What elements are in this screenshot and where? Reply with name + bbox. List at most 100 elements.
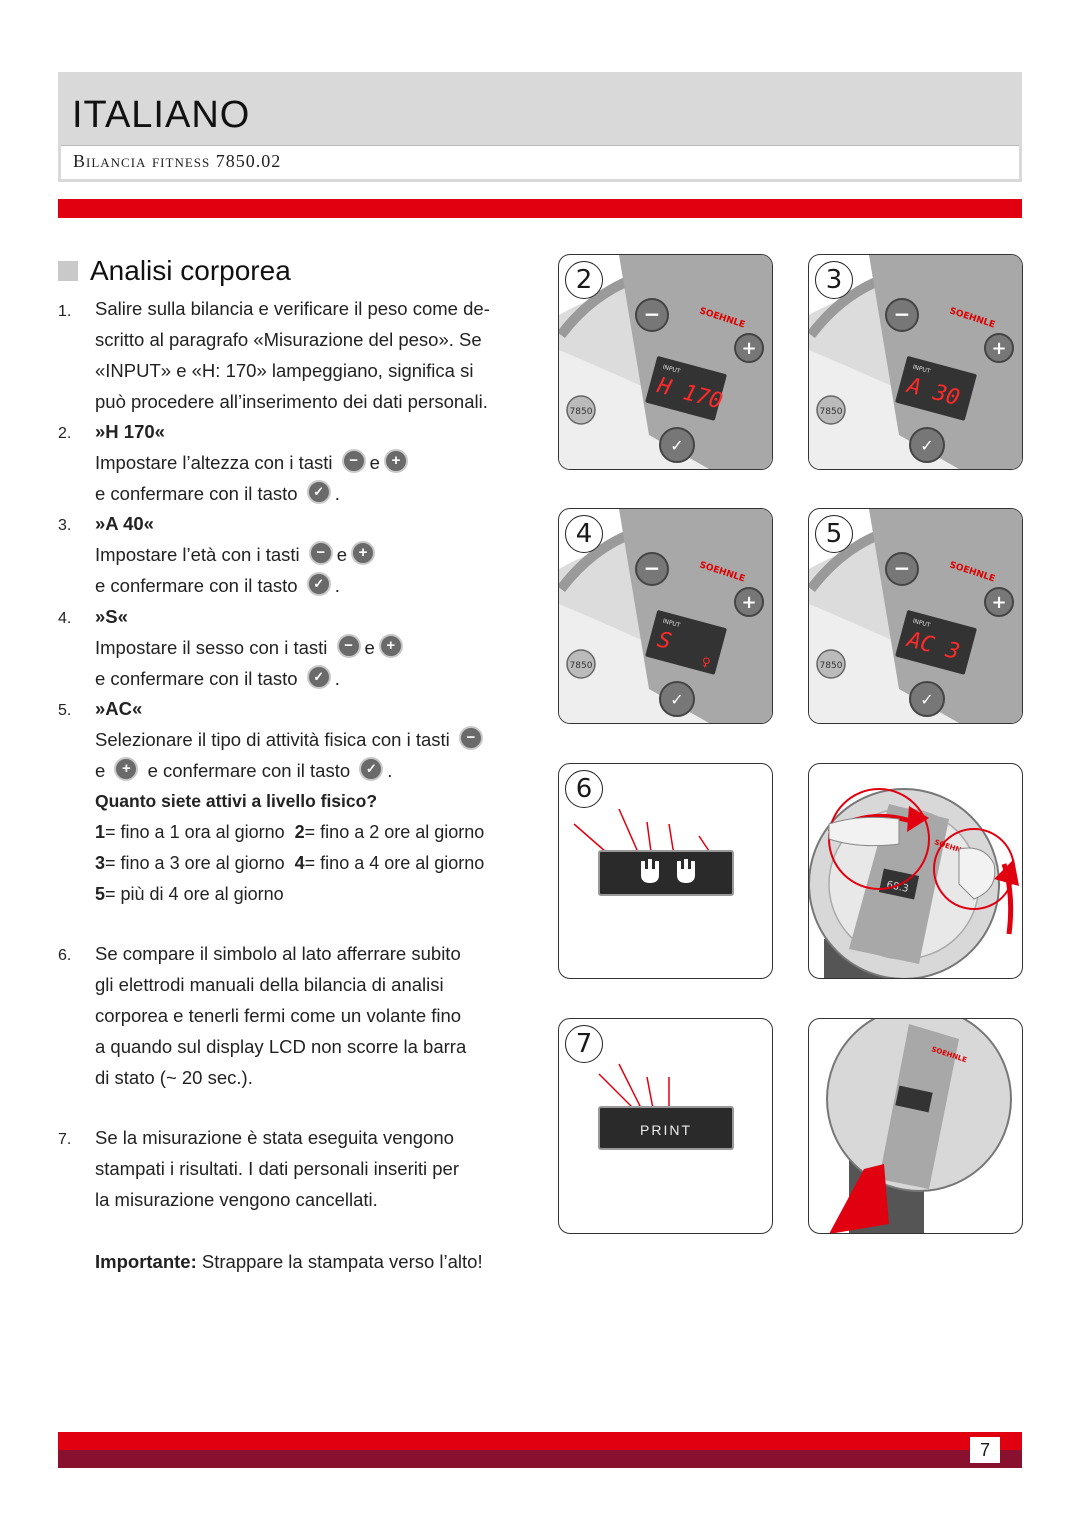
lcd-display (645, 356, 727, 421)
confirm-button-icon (306, 665, 331, 689)
step-7-text: Se la misurazione è stata eseguita vengo… (95, 1122, 459, 1215)
svg-text:+: + (991, 592, 1006, 613)
print-label: PRINT (640, 1122, 692, 1138)
svg-text:✓: ✓ (670, 690, 683, 709)
illustration-step-2: 2 − + ✓ 7850 SOEHNLE INPUT H 170 (558, 254, 773, 470)
illustration-step-3: 3 − + ✓ 7850 SOEHNLE INPUT A 30 (808, 254, 1023, 470)
model-badge-text: 7850 (570, 407, 593, 417)
svg-text:−: − (894, 556, 911, 580)
print-display-illustration: PRINT (598, 1063, 734, 1150)
svg-text:−: − (644, 556, 661, 580)
section-title-text: Analisi corporea (90, 255, 291, 286)
illustration-step-7: 7 PRINT (558, 1018, 773, 1234)
activity-levels-row: 5= più di 4 ore al giorno (95, 879, 487, 910)
scale-display-illustration: − + ✓ 7850 SOEHNLE INPUT H 170 (559, 255, 772, 469)
activity-levels-row: 3= fino a 3 ore al giorno 4= fino a 4 or… (95, 848, 487, 879)
illustration-step-4: 4 − + ✓ 7850 SOEHNLE INPUT S ♀ (558, 508, 773, 724)
lcd-display (645, 610, 727, 675)
plus-button-icon (114, 757, 139, 781)
input-label: INPUT (662, 364, 681, 375)
product-subtitle: Bilancia fitness 7850.02 (73, 151, 282, 171)
svg-text:−: − (644, 302, 661, 326)
panel-number: 2 (565, 261, 603, 299)
right-hand-icon (677, 859, 695, 883)
step-5-number: 5. (58, 702, 72, 719)
illustration-step-5: 5 − + ✓ 7850 SOEHNLE INPUT AC 3 (808, 508, 1023, 724)
header-red-bar (58, 199, 1022, 218)
level-number: 4 (294, 853, 305, 873)
step-7-line: Se la misurazione è stata eseguita vengo… (95, 1127, 454, 1148)
step-6-line: di stato (~ 20 sec.). (95, 1067, 253, 1088)
level-text: = fino a 4 ore al giorno (304, 853, 485, 873)
plus-button-icon (378, 634, 403, 658)
right-hand-highlight (933, 828, 1015, 910)
level-number: 2 (294, 822, 305, 842)
confirm-button-icon (306, 480, 331, 504)
panel-number: 6 (565, 770, 603, 808)
minus-button-icon (341, 449, 366, 473)
left-hand-icon (828, 816, 900, 847)
minus-button-icon (885, 298, 919, 332)
lcd-display (598, 850, 734, 896)
lcd-display (895, 356, 977, 421)
lcd-display (895, 1085, 933, 1113)
page-header: ITALIANO Bilancia fitness 7850.02 (58, 72, 1022, 182)
step-2-text: »H 170« Impostare l’altezza con i tasti … (95, 416, 412, 509)
input-label: INPUT (912, 618, 931, 629)
confirm-button-icon (306, 572, 331, 596)
step-5-title: »AC« (95, 698, 143, 719)
confirm-button-icon (909, 681, 945, 717)
model-badge-text: 7850 (820, 407, 843, 417)
period: . (334, 483, 340, 504)
step-5-line2: e confermare con il tasto (147, 760, 351, 781)
minus-button-icon (885, 552, 919, 586)
right-hand-icon (958, 847, 996, 900)
important-text: Strappare la stampata verso l’alto! (196, 1251, 483, 1272)
illustration-step-6: 6 (558, 763, 773, 979)
illustration-step-7-printout: SOEHNLE (808, 1018, 1023, 1234)
illustration-step-6-grip: 68.3 SOEHNLE (808, 763, 1023, 979)
svg-text:✓: ✓ (920, 690, 933, 709)
gender-symbol: ♀ (700, 654, 712, 670)
plus-button-icon (734, 587, 764, 617)
step-6-line: gli elettrodi manuali della bilancia di … (95, 974, 444, 995)
activity-question: Quanto siete attivi a livello fisico? (95, 791, 378, 811)
step-6-text: Se compare il simbolo al lato afferrare … (95, 938, 466, 1093)
minus-button-icon (308, 541, 333, 565)
conj: e (369, 452, 380, 473)
subtitle-bar: Bilancia fitness 7850.02 (61, 145, 1019, 179)
step-4-line1: Impostare il sesso con i tasti (95, 637, 328, 658)
important-note: Importante: Strappare la stampata verso … (95, 1246, 483, 1277)
svg-text:+: + (741, 338, 756, 359)
step-1-line: scritto al paragrafo «Misurazione del pe… (95, 329, 482, 350)
step-1-line: «INPUT» e «H: 170» lampeggiano, signific… (95, 360, 474, 381)
panel-number: 3 (815, 261, 853, 299)
period: . (387, 760, 393, 781)
lcd-readout: S (655, 627, 674, 655)
square-bullet-icon (58, 261, 78, 281)
panel-number: 4 (565, 515, 603, 553)
panel-number: 5 (815, 515, 853, 553)
left-hand-icon (641, 859, 659, 883)
plus-button-icon (383, 449, 408, 473)
svg-text:+: + (741, 592, 756, 613)
svg-text:✓: ✓ (920, 436, 933, 455)
activity-levels-row: 1= fino a 1 ora al giorno 2= fino a 2 or… (95, 817, 487, 848)
step-4-number: 4. (58, 610, 72, 627)
confirm-button-icon (909, 427, 945, 463)
level-number: 5 (95, 884, 106, 904)
step-2-title: »H 170« (95, 421, 165, 442)
minus-button-icon (635, 298, 669, 332)
section-title: Analisi corporea (58, 255, 291, 287)
step-1-line: può procedere all’inserimento dei dati p… (95, 391, 488, 412)
language-title: ITALIANO (72, 94, 251, 136)
conj: e (95, 760, 106, 781)
scale-display-illustration: − + ✓ 7850 SOEHNLE INPUT S ♀ (559, 509, 772, 723)
conj: e (336, 544, 348, 565)
scale-display-illustration: − + ✓ 7850 SOEHNLE INPUT A 30 (809, 255, 1022, 469)
model-badge-text: 7850 (570, 661, 593, 671)
minus-button-icon (458, 726, 483, 750)
confirm-button-icon (359, 757, 384, 781)
step-7-line: la misurazione vengono cancellati. (95, 1189, 378, 1210)
level-text: = fino a 3 ore al giorno (105, 853, 285, 873)
